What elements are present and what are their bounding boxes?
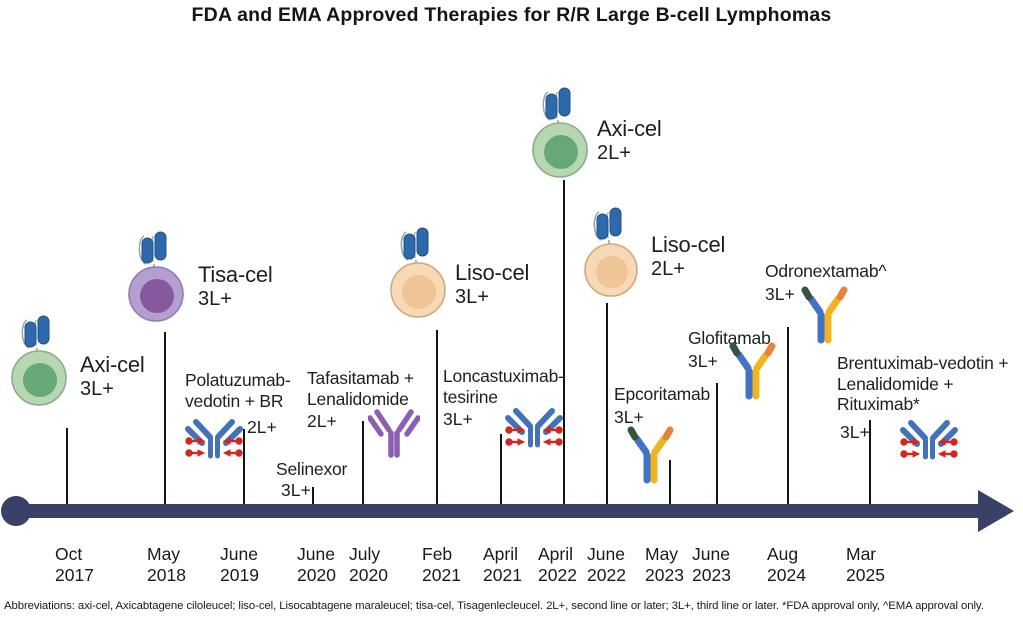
therapy-polatuzumab: Polatuzumab- vedotin + BR <box>185 370 291 411</box>
timeline-tick <box>869 420 871 512</box>
therapy-name: Axi-cel <box>597 116 662 141</box>
timeline-tick <box>312 487 314 512</box>
line-of-therapy: 2L+ <box>597 142 631 164</box>
adc-antibody-icon <box>185 419 243 459</box>
timeline-tick <box>362 421 364 512</box>
therapy-odronextamab: Odronextamab^ 3L+ <box>765 261 887 304</box>
therapy-axi-cel-3l: Axi-cel 3L+ <box>80 352 145 401</box>
therapy-name: Tafasitamab + Lenalidomide <box>307 368 414 409</box>
timeline-tick <box>787 327 789 512</box>
line-of-therapy: 2L+ <box>247 417 277 437</box>
figure-title: FDA and EMA Approved Therapies for R/R L… <box>191 4 832 26</box>
line-of-therapy: 3L+ <box>688 350 718 371</box>
car-t-cell-icon <box>11 315 67 406</box>
therapy-epcoritamab: Epcoritamab 3L+ <box>614 384 710 427</box>
timeline-tick <box>500 434 502 512</box>
timeline-tick <box>606 303 608 512</box>
car-t-cell-icon <box>128 231 184 322</box>
therapy-loncastuximab: Loncastuximab- tesirine 3L+ <box>443 366 564 430</box>
therapy-name: Tisa-cel <box>198 262 273 287</box>
therapy-name: Loncastuximab- tesirine <box>443 366 564 407</box>
line-of-therapy: 3L+ <box>765 283 795 304</box>
therapy-liso-cel-2l: Liso-cel 2L+ <box>651 232 725 281</box>
therapy-name: Liso-cel <box>651 232 726 257</box>
timeline-bar <box>14 504 982 518</box>
car-t-cell-icon <box>390 227 446 318</box>
timeline-tick <box>164 332 166 512</box>
line-of-therapy: 2L+ <box>307 411 337 431</box>
car-t-cell-icon <box>532 87 588 178</box>
therapy-name: Axi-cel <box>80 352 145 377</box>
line-of-therapy: 3L+ <box>80 378 114 400</box>
adc-antibody-icon <box>505 408 563 448</box>
therapy-name: Epcoritamab <box>614 384 711 404</box>
therapy-name: Odronextamab^ <box>765 261 887 281</box>
therapy-glofitamab: Glofitamab 3L+ <box>688 328 771 371</box>
timeline-tick <box>66 428 68 512</box>
timeline-tick <box>716 383 718 512</box>
adc-antibody-icon <box>900 420 958 460</box>
line-of-therapy: 3L+ <box>198 288 232 310</box>
line-of-therapy: 3L+ <box>455 286 489 308</box>
car-t-cell-icon <box>584 207 638 297</box>
antibody-icon <box>368 409 420 458</box>
timeline-arrowhead-icon <box>978 490 1014 532</box>
therapy-name: Brentuximab-vedotin + Lenalidomide + Rit… <box>837 353 1009 414</box>
line-of-therapy: 2L+ <box>651 258 685 280</box>
therapy-axi-cel-2l: Axi-cel 2L+ <box>597 116 662 165</box>
line-of-therapy: 3L+ <box>281 479 311 500</box>
therapy-liso-cel-3l: Liso-cel 3L+ <box>455 260 529 309</box>
abbreviations-footnote: Abbreviations: axi-cel, Axicabtagene cil… <box>4 600 984 612</box>
bispecific-antibody-icon <box>801 286 848 344</box>
therapy-name: Selinexor <box>276 459 348 479</box>
therapy-tafasitamab: Tafasitamab + Lenalidomide 2L+ <box>307 368 414 432</box>
therapy-tisa-cel-3l: Tisa-cel 3L+ <box>198 262 273 311</box>
timeline-tick <box>243 429 245 512</box>
bispecific-antibody-icon <box>729 342 776 400</box>
therapy-name: Glofitamab <box>688 328 771 348</box>
timeline-tick <box>436 330 438 512</box>
bispecific-antibody-icon <box>627 426 674 484</box>
therapy-name: Polatuzumab- vedotin + BR <box>185 370 291 411</box>
line-of-therapy: 3L+ <box>614 406 644 427</box>
line-of-therapy: 3L+ <box>443 409 473 429</box>
line-of-therapy: 3L+ <box>840 422 870 442</box>
timeline-tick <box>669 460 671 512</box>
therapy-selinexor: Selinexor 3L+ <box>276 459 347 500</box>
timeline-tick <box>563 180 565 512</box>
therapy-brentuximab: Brentuximab-vedotin + Lenalidomide + Rit… <box>837 353 1009 415</box>
therapy-name: Liso-cel <box>455 260 530 285</box>
